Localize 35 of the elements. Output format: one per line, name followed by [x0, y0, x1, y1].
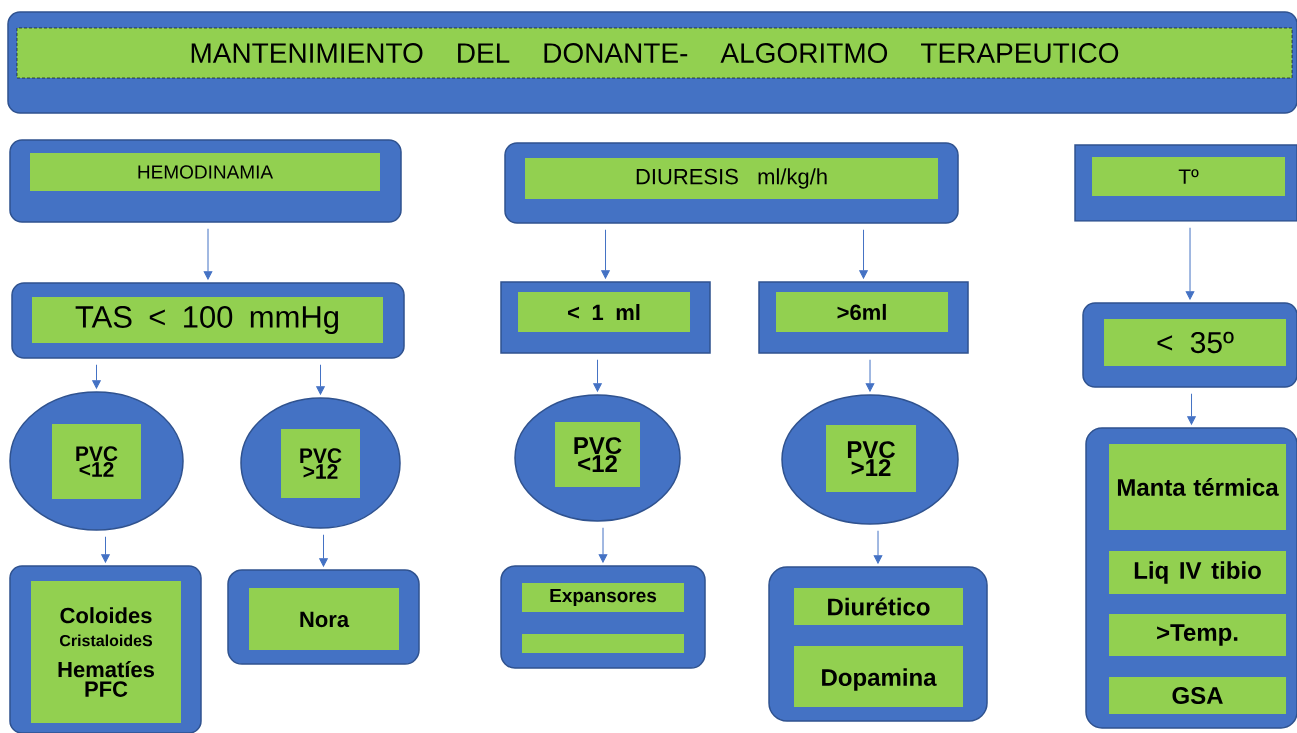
- label-box: Coloides CristaloideS Hematíes PFC: [31, 581, 181, 723]
- label-box: >6ml: [776, 292, 948, 332]
- label-box: GSA: [1109, 677, 1286, 714]
- label-box: PVC >12: [826, 425, 916, 492]
- arrow: [319, 534, 328, 567]
- arrow: [1187, 393, 1196, 425]
- label-box: Nora: [249, 588, 399, 650]
- label-box: Dopamina: [794, 646, 963, 707]
- arrow: [203, 228, 213, 280]
- arrow: [92, 364, 101, 389]
- label-box: Liq IV tibio: [1109, 551, 1286, 594]
- arrow: [316, 364, 325, 395]
- label-box: DIURESIS ml/kg/h: [525, 158, 938, 199]
- label-box: Expansores: [522, 583, 684, 612]
- arrow: [859, 229, 868, 279]
- label-box: [522, 634, 684, 653]
- label-box: < 1 ml: [518, 292, 690, 332]
- label-box: >Temp.: [1109, 614, 1286, 656]
- label-box: MANTENIMIENTO DEL DONANTE- ALGORITMO TERAPEUTICO: [16, 27, 1293, 79]
- arrow: [873, 530, 883, 564]
- label-box: Manta térmica: [1109, 444, 1286, 530]
- label-box: Diurético: [794, 588, 963, 625]
- arrow: [593, 359, 602, 392]
- arrow: [598, 527, 608, 563]
- label-box: PVC <12: [52, 424, 141, 499]
- arrow: [601, 229, 610, 279]
- label-box: < 35º: [1104, 319, 1286, 366]
- label-box: Tº: [1092, 157, 1285, 196]
- arrow: [1185, 227, 1195, 300]
- arrow: [101, 536, 110, 563]
- label-box: TAS < 100 mmHg: [32, 297, 383, 343]
- label-box: PVC >12: [281, 429, 360, 498]
- label-box: PVC <12: [555, 422, 640, 487]
- arrow: [865, 359, 875, 392]
- label-box: HEMODINAMIA: [30, 153, 380, 191]
